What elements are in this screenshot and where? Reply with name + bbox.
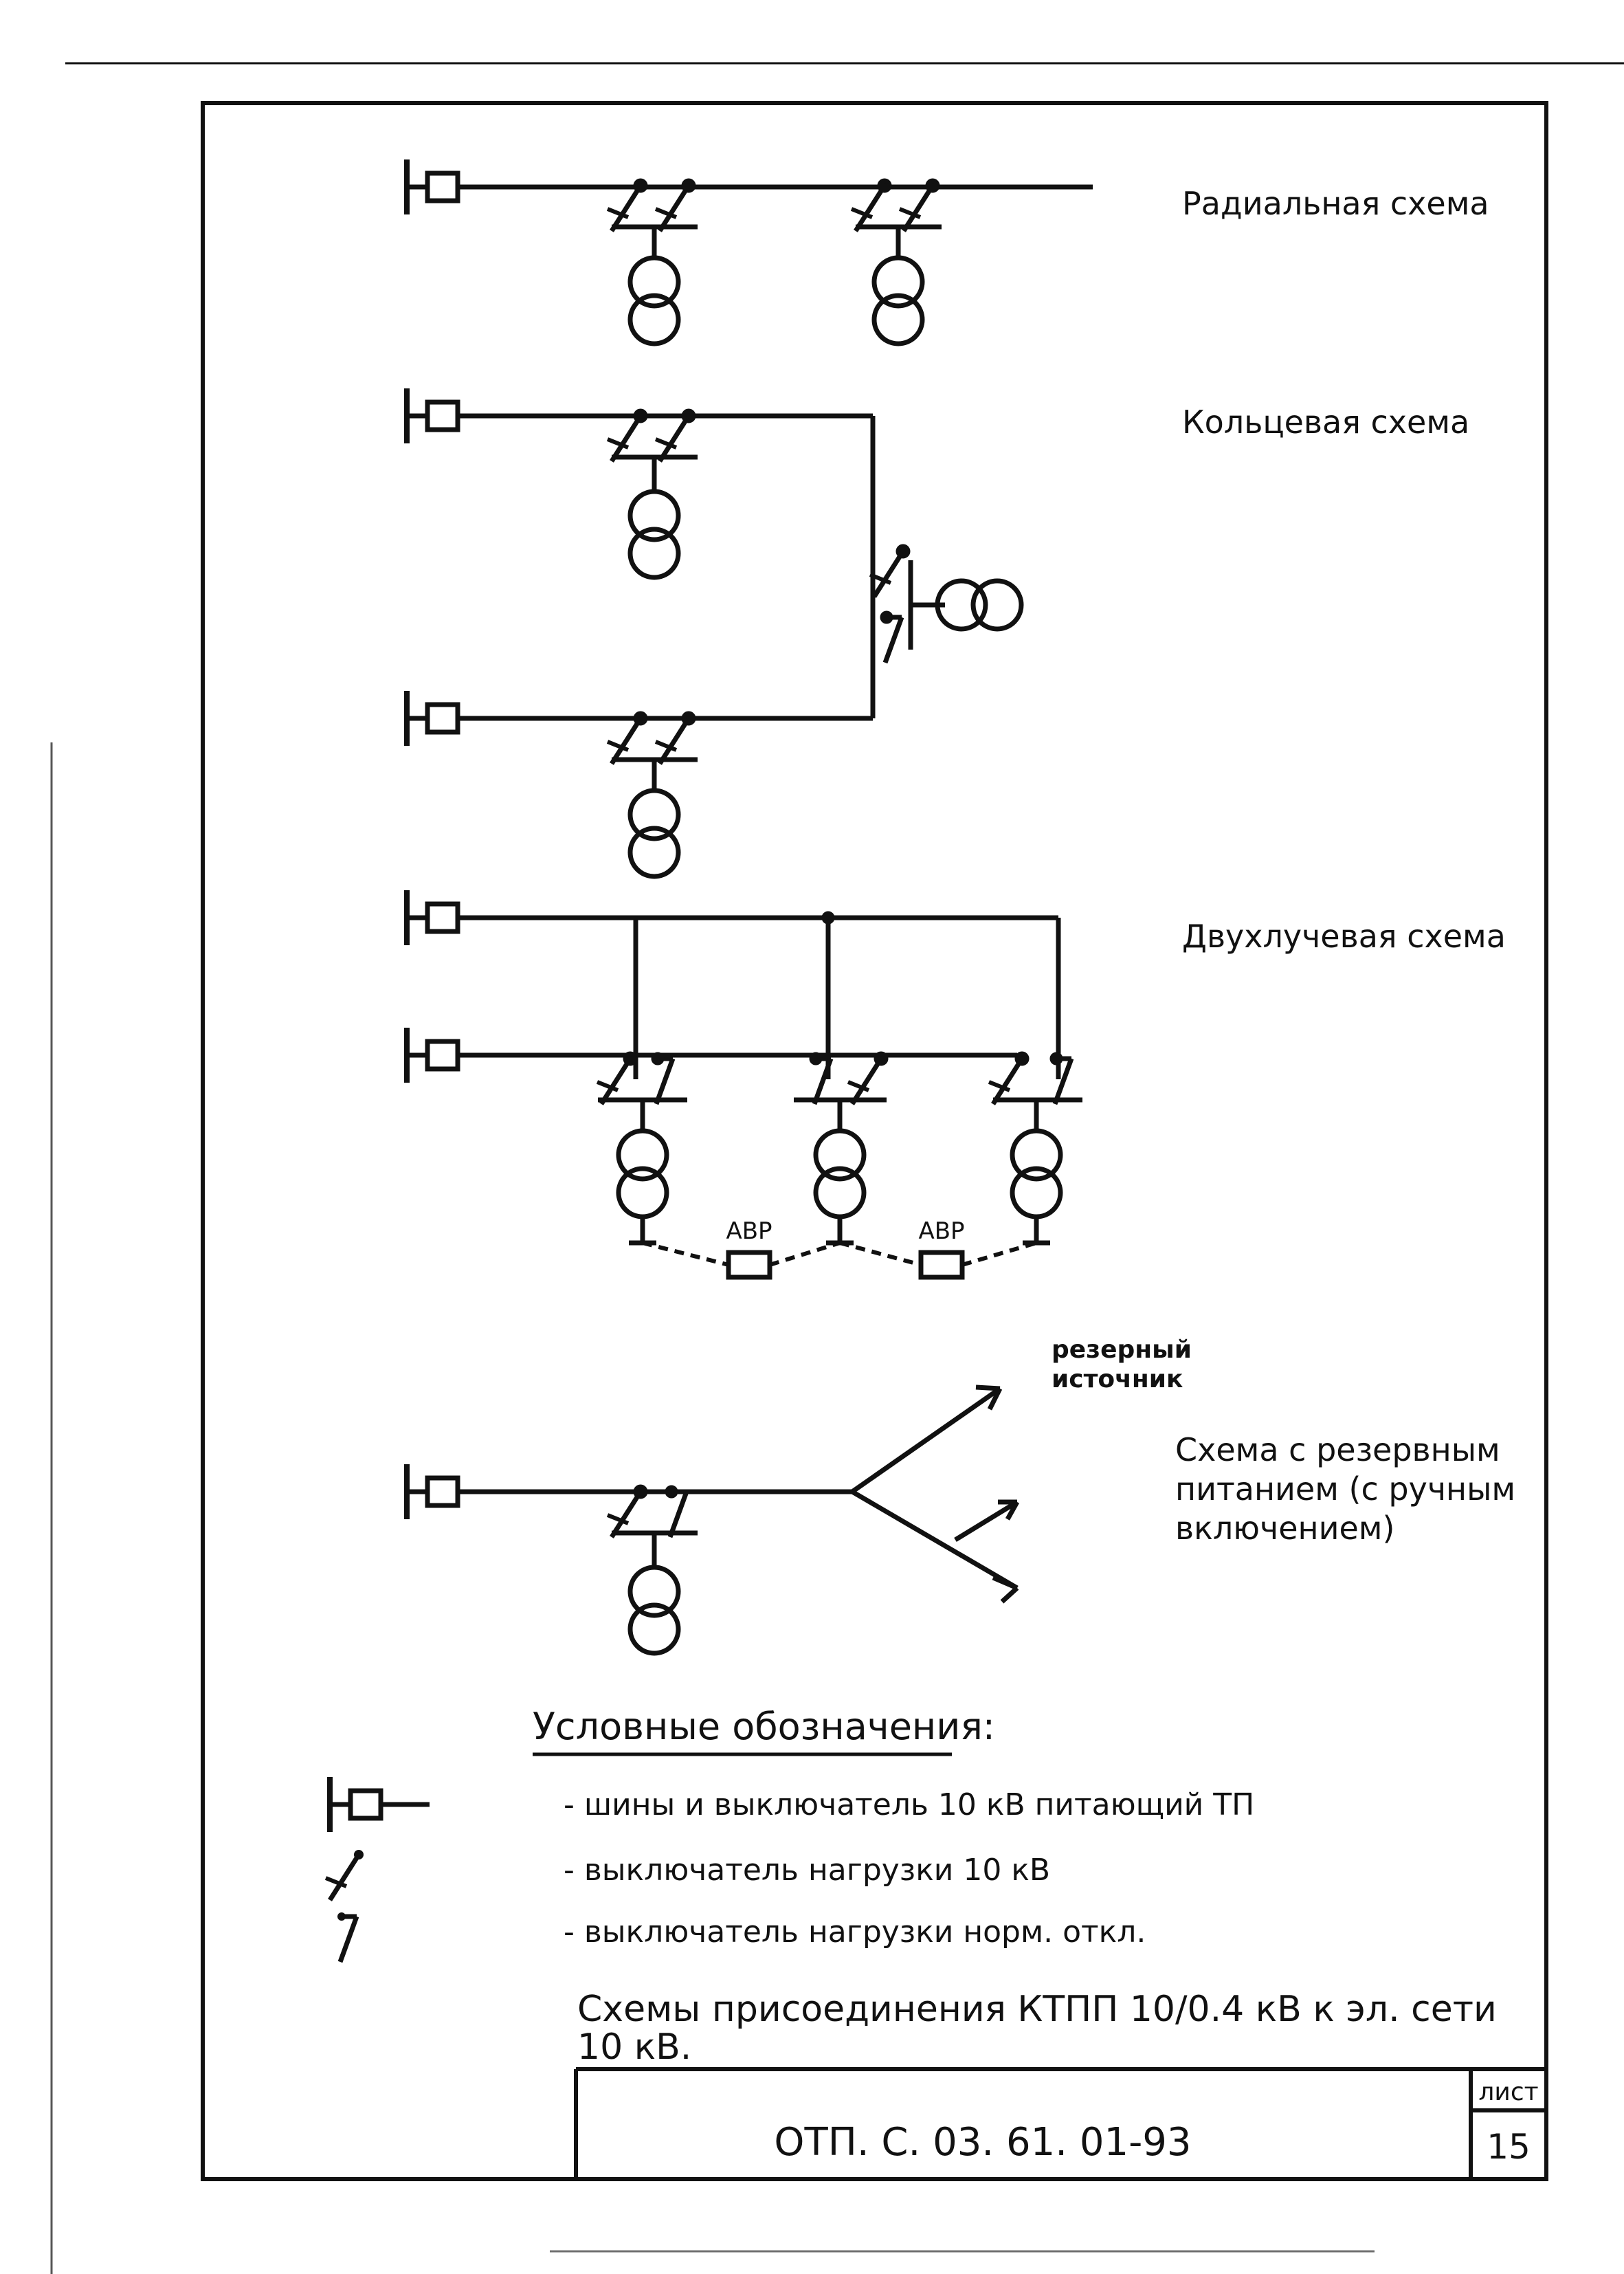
title-block xyxy=(574,2067,1546,2179)
scheme-title-reserve-line2: питанием (с ручным xyxy=(1175,1470,1515,1508)
document-code: ОТП. С. 03. 61. 01-93 xyxy=(774,2120,1191,2165)
scheme-title-ring: Кольцевая схема xyxy=(1182,404,1469,441)
avr-label-1: АВР xyxy=(726,1217,772,1245)
load-switch-symbol xyxy=(597,1054,635,1104)
load-switch-symbol xyxy=(656,411,693,461)
reserve-source-label-line1: резерный xyxy=(1052,1336,1192,1364)
avr-block-1 xyxy=(726,1250,772,1280)
scheme-title-reserve-line3: включением) xyxy=(1175,1510,1394,1547)
sheet-number: 15 xyxy=(1487,2127,1531,2167)
legend-item-bus-breaker: - шины и выключатель 10 кВ питающий ТП xyxy=(564,1787,1254,1822)
source-bus-breaker-symbol xyxy=(407,1464,458,1519)
drawing-caption-line1: Схемы присоединения КТПП 10/0.4 кВ к эл.… xyxy=(577,1989,1497,2030)
legend-symbol-bus-breaker xyxy=(330,1777,430,1832)
transformer-symbol xyxy=(937,581,1021,629)
avr-label-2: АВР xyxy=(918,1217,964,1245)
transformer-symbol xyxy=(874,258,922,344)
reserve-scheme-diagram xyxy=(407,1384,1020,1653)
transformer-symbol xyxy=(619,1131,667,1217)
legend-symbol-load-switch xyxy=(326,1850,364,1900)
scheme-title-two-beam: Двухлучевая схема xyxy=(1182,918,1506,955)
load-switch-symbol xyxy=(608,411,645,461)
two-beam-scheme-diagram xyxy=(407,890,1082,1280)
source-bus-breaker-symbol xyxy=(407,388,458,443)
normally-open-switch-symbol xyxy=(882,613,902,663)
load-switch-symbol xyxy=(989,1054,1027,1104)
load-switch-symbol xyxy=(608,714,645,764)
avr-block-2 xyxy=(918,1250,965,1280)
sheet-label: лист xyxy=(1478,2078,1538,2106)
transformer-symbol xyxy=(630,1567,678,1653)
radial-scheme-diagram xyxy=(407,159,1093,344)
load-switch-symbol xyxy=(656,714,693,764)
legend-title: Условные обозначения: xyxy=(533,1705,995,1748)
legend-item-load-switch: - выключатель нагрузки 10 кВ xyxy=(564,1853,1050,1888)
drawing-caption-line2: 10 кВ. xyxy=(577,2027,691,2068)
load-switch-symbol xyxy=(608,1487,645,1537)
normally-open-switch-symbol xyxy=(667,1488,687,1537)
scan-artifacts xyxy=(50,62,1624,2274)
transformer-symbol xyxy=(630,258,678,344)
scheme-title-radial: Радиальная схема xyxy=(1182,185,1489,222)
scheme-title-reserve-line1: Схема с резервным xyxy=(1175,1431,1500,1468)
load-switch-symbol xyxy=(848,1054,886,1104)
normally-open-switch-symbol xyxy=(654,1055,673,1104)
source-bus-breaker-symbol xyxy=(407,1028,458,1083)
load-switch-symbol xyxy=(870,547,908,597)
source-bus-breaker-symbol xyxy=(407,890,458,945)
sheet-frame xyxy=(201,101,1548,2181)
normally-open-switch-symbol xyxy=(1052,1055,1071,1104)
source-bus-breaker-symbol xyxy=(407,691,458,746)
reserve-source-label-line2: источник xyxy=(1052,1365,1183,1393)
legend-symbol-normally-open-switch xyxy=(337,1912,357,1962)
transformer-symbol xyxy=(1012,1131,1060,1217)
ring-scheme-diagram xyxy=(407,388,1021,876)
source-bus-breaker-symbol xyxy=(407,159,458,214)
transformer-symbol xyxy=(630,492,678,577)
transformer-symbol xyxy=(816,1131,864,1217)
transformer-symbol xyxy=(630,791,678,876)
legend-item-normally-open-switch: - выключатель нагрузки норм. откл. xyxy=(564,1914,1146,1950)
